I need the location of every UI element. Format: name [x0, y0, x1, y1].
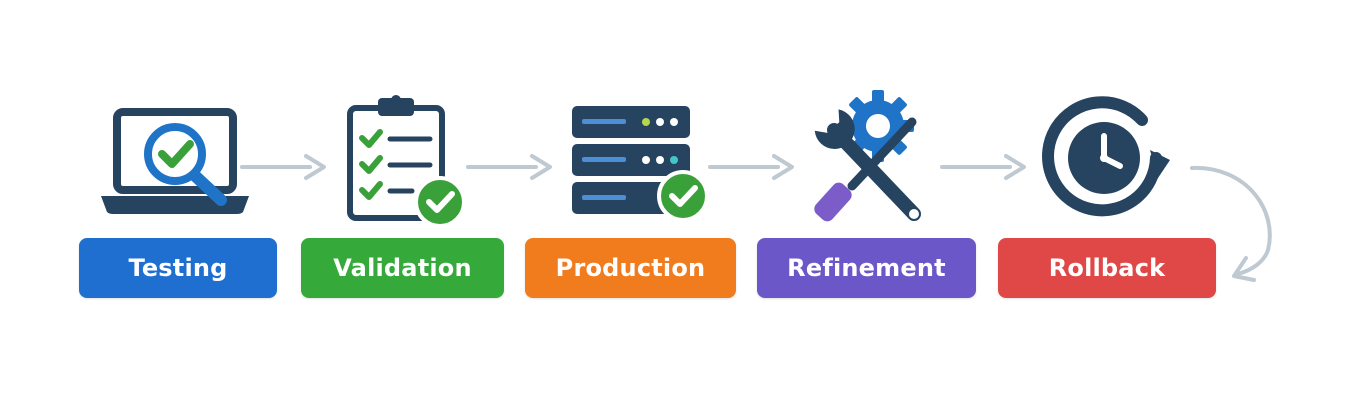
arrow-production-to-refinement [708, 154, 794, 180]
stage-label-testing: Testing [79, 238, 277, 298]
arrow-rollback-return [1190, 165, 1272, 282]
stage-label-refinement: Refinement [757, 238, 976, 298]
stage-label-production: Production [525, 238, 736, 298]
laptop-magnifier-check-icon [101, 108, 249, 214]
clipboard-checklist-icon [347, 95, 466, 227]
stage-label-rollback: Rollback [998, 238, 1216, 298]
stage-label-validation: Validation [301, 238, 504, 298]
arrow-validation-to-production [466, 154, 552, 180]
arrow-testing-to-validation [240, 154, 326, 180]
wrench-screwdriver-gear-icon [814, 90, 921, 222]
clock-rotate-icon [1042, 96, 1170, 217]
server-stack-check-icon [572, 106, 709, 222]
arrow-refinement-to-rollback [940, 154, 1026, 180]
